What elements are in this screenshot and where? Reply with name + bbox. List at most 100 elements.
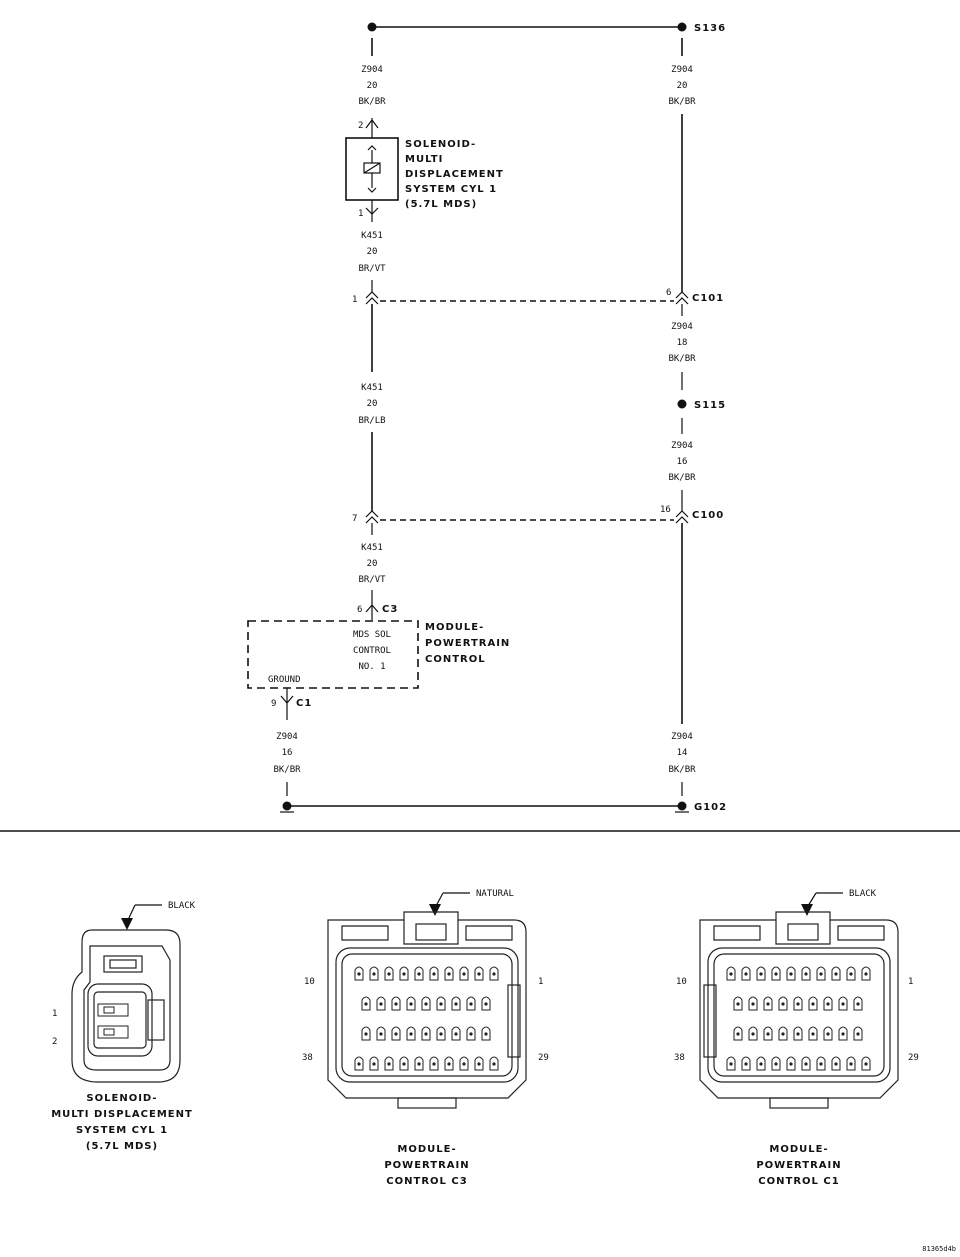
c1-terminal-contact — [774, 1062, 778, 1066]
c1-latch-frame — [775, 920, 831, 945]
figure-id: 81365d4b — [922, 1245, 956, 1253]
splice-label-s136: S136 — [694, 23, 726, 34]
c1-terminal-contact — [804, 1062, 808, 1066]
pin-number: 1 — [358, 209, 363, 219]
c3-terminal-contact — [409, 1032, 413, 1036]
c3-terminal-contact — [484, 1032, 488, 1036]
solenoid-key — [147, 999, 165, 1041]
connector-terminal — [365, 291, 379, 299]
c1-terminal-contact — [759, 972, 763, 976]
wire-color: BR/VT — [358, 264, 386, 274]
wire-gauge: 20 — [367, 81, 378, 91]
c1-caption-2: POWERTRAIN — [756, 1160, 841, 1171]
c3-terminal-contact — [469, 1032, 473, 1036]
c3-terminal-contact — [379, 1002, 383, 1006]
c3-terminal-contact — [462, 1062, 466, 1066]
solenoid-label-5: (5.7L MDS) — [405, 199, 477, 210]
solenoid-pin-1-contact — [103, 1006, 115, 1014]
c1-terminal-contact — [796, 1032, 800, 1036]
c3-terminal-contact — [364, 1002, 368, 1006]
connector-label-c3: C3 — [382, 604, 398, 615]
c3-side-key — [507, 984, 521, 1058]
wire-gauge: 20 — [367, 247, 378, 257]
splice-dot-s115 — [677, 399, 687, 409]
c3-tab-right — [465, 925, 513, 941]
c1-tab-right — [837, 925, 885, 941]
c3-pin-label-10: 10 — [304, 977, 315, 987]
c3-terminal-contact — [402, 1062, 406, 1066]
c3-tab-left — [341, 925, 389, 941]
c3-terminal-contact — [364, 1032, 368, 1036]
c3-terminal-contact — [454, 1002, 458, 1006]
c3-connector-view: NATURAL 10 1 38 29 MODULE- POWERTRAIN CO… — [302, 889, 549, 1187]
pcm-internal-2: CONTROL — [353, 646, 391, 656]
connector-label-c100: C100 — [692, 510, 724, 521]
c1-terminal-contact — [811, 1032, 815, 1036]
c3-terminal-contact — [424, 1032, 428, 1036]
solenoid-coil-slash — [363, 162, 381, 174]
c3-terminal-contact — [439, 1002, 443, 1006]
c1-terminal-contact — [796, 1002, 800, 1006]
connector-terminal — [365, 297, 379, 305]
c1-terminal-contact — [751, 1032, 755, 1036]
c1-terminal-contact — [744, 1062, 748, 1066]
c1-terminal-contact — [841, 1032, 845, 1036]
c1-terminal-contact — [729, 1062, 733, 1066]
pin-number: 6 — [357, 605, 362, 615]
c3-caption-3: CONTROL C3 — [386, 1176, 467, 1187]
c1-connector-view: BLACK 10 1 38 29 MODULE- POWERTRAIN CONT… — [674, 889, 919, 1187]
callout-leader — [127, 904, 136, 921]
c1-terminal-contact — [789, 1062, 793, 1066]
c1-terminal-contact — [849, 972, 853, 976]
pin-number: 16 — [660, 505, 671, 515]
c1-view-color: BLACK — [849, 889, 877, 899]
solenoid-connector-view: BLACK 1 2 SOLENOID- MULTI DISPLACEMENT S… — [51, 901, 195, 1152]
c3-caption-1: MODULE- — [397, 1144, 456, 1155]
solenoid-arrow-down — [367, 187, 377, 193]
c1-terminal-contact — [864, 972, 868, 976]
c3-latch-frame — [403, 920, 459, 945]
wire-gauge: 14 — [677, 748, 688, 758]
pin-number: 6 — [666, 288, 671, 298]
c3-terminal-contact — [477, 972, 481, 976]
c3-terminal-contact — [417, 1062, 421, 1066]
c3-terminal-contact — [447, 972, 451, 976]
pcm-label-3: CONTROL — [425, 654, 486, 665]
wire-code: Z904 — [671, 732, 693, 742]
connector-terminal — [280, 695, 294, 704]
connector-terminal — [675, 291, 689, 299]
c1-terminal-contact — [781, 1002, 785, 1006]
pcm-ground-label: GROUND — [268, 675, 301, 685]
c1-tab-left — [713, 925, 761, 941]
c3-terminal-contact — [357, 1062, 361, 1066]
solenoid-pin-label-2: 2 — [52, 1037, 57, 1047]
c3-terminal-contact — [439, 1032, 443, 1036]
c3-bottom-tab — [397, 1097, 457, 1109]
c1-terminal-contact — [781, 1032, 785, 1036]
c1-side-key — [703, 984, 717, 1058]
c3-terminal-contact — [417, 972, 421, 976]
c1-terminal-contact — [751, 1002, 755, 1006]
c1-terminal-contact — [864, 1062, 868, 1066]
connector-label-c1: C1 — [296, 698, 312, 709]
c1-face-inner — [713, 953, 885, 1077]
c3-terminal-contact — [402, 972, 406, 976]
ground-dot-g102 — [677, 801, 687, 811]
c3-terminal-contact — [484, 1002, 488, 1006]
solenoid-latch — [103, 955, 143, 973]
c1-terminal-contact — [834, 972, 838, 976]
solenoid-caption-4: (5.7L MDS) — [86, 1141, 158, 1152]
wire-gauge: 20 — [367, 399, 378, 409]
wire-code: Z904 — [671, 322, 693, 332]
wire-code: Z904 — [276, 732, 298, 742]
connector-terminal — [365, 604, 379, 613]
c1-terminal-contact — [789, 972, 793, 976]
wire-color: BK/BR — [273, 765, 301, 775]
pin-number: 7 — [352, 514, 357, 524]
callout-leader — [435, 892, 444, 907]
connector-terminal — [675, 510, 689, 518]
c3-terminal-contact — [477, 1062, 481, 1066]
solenoid-latch-tab — [109, 959, 137, 969]
solenoid-label-3: DISPLACEMENT — [405, 169, 504, 180]
c1-terminal-contact — [856, 1032, 860, 1036]
